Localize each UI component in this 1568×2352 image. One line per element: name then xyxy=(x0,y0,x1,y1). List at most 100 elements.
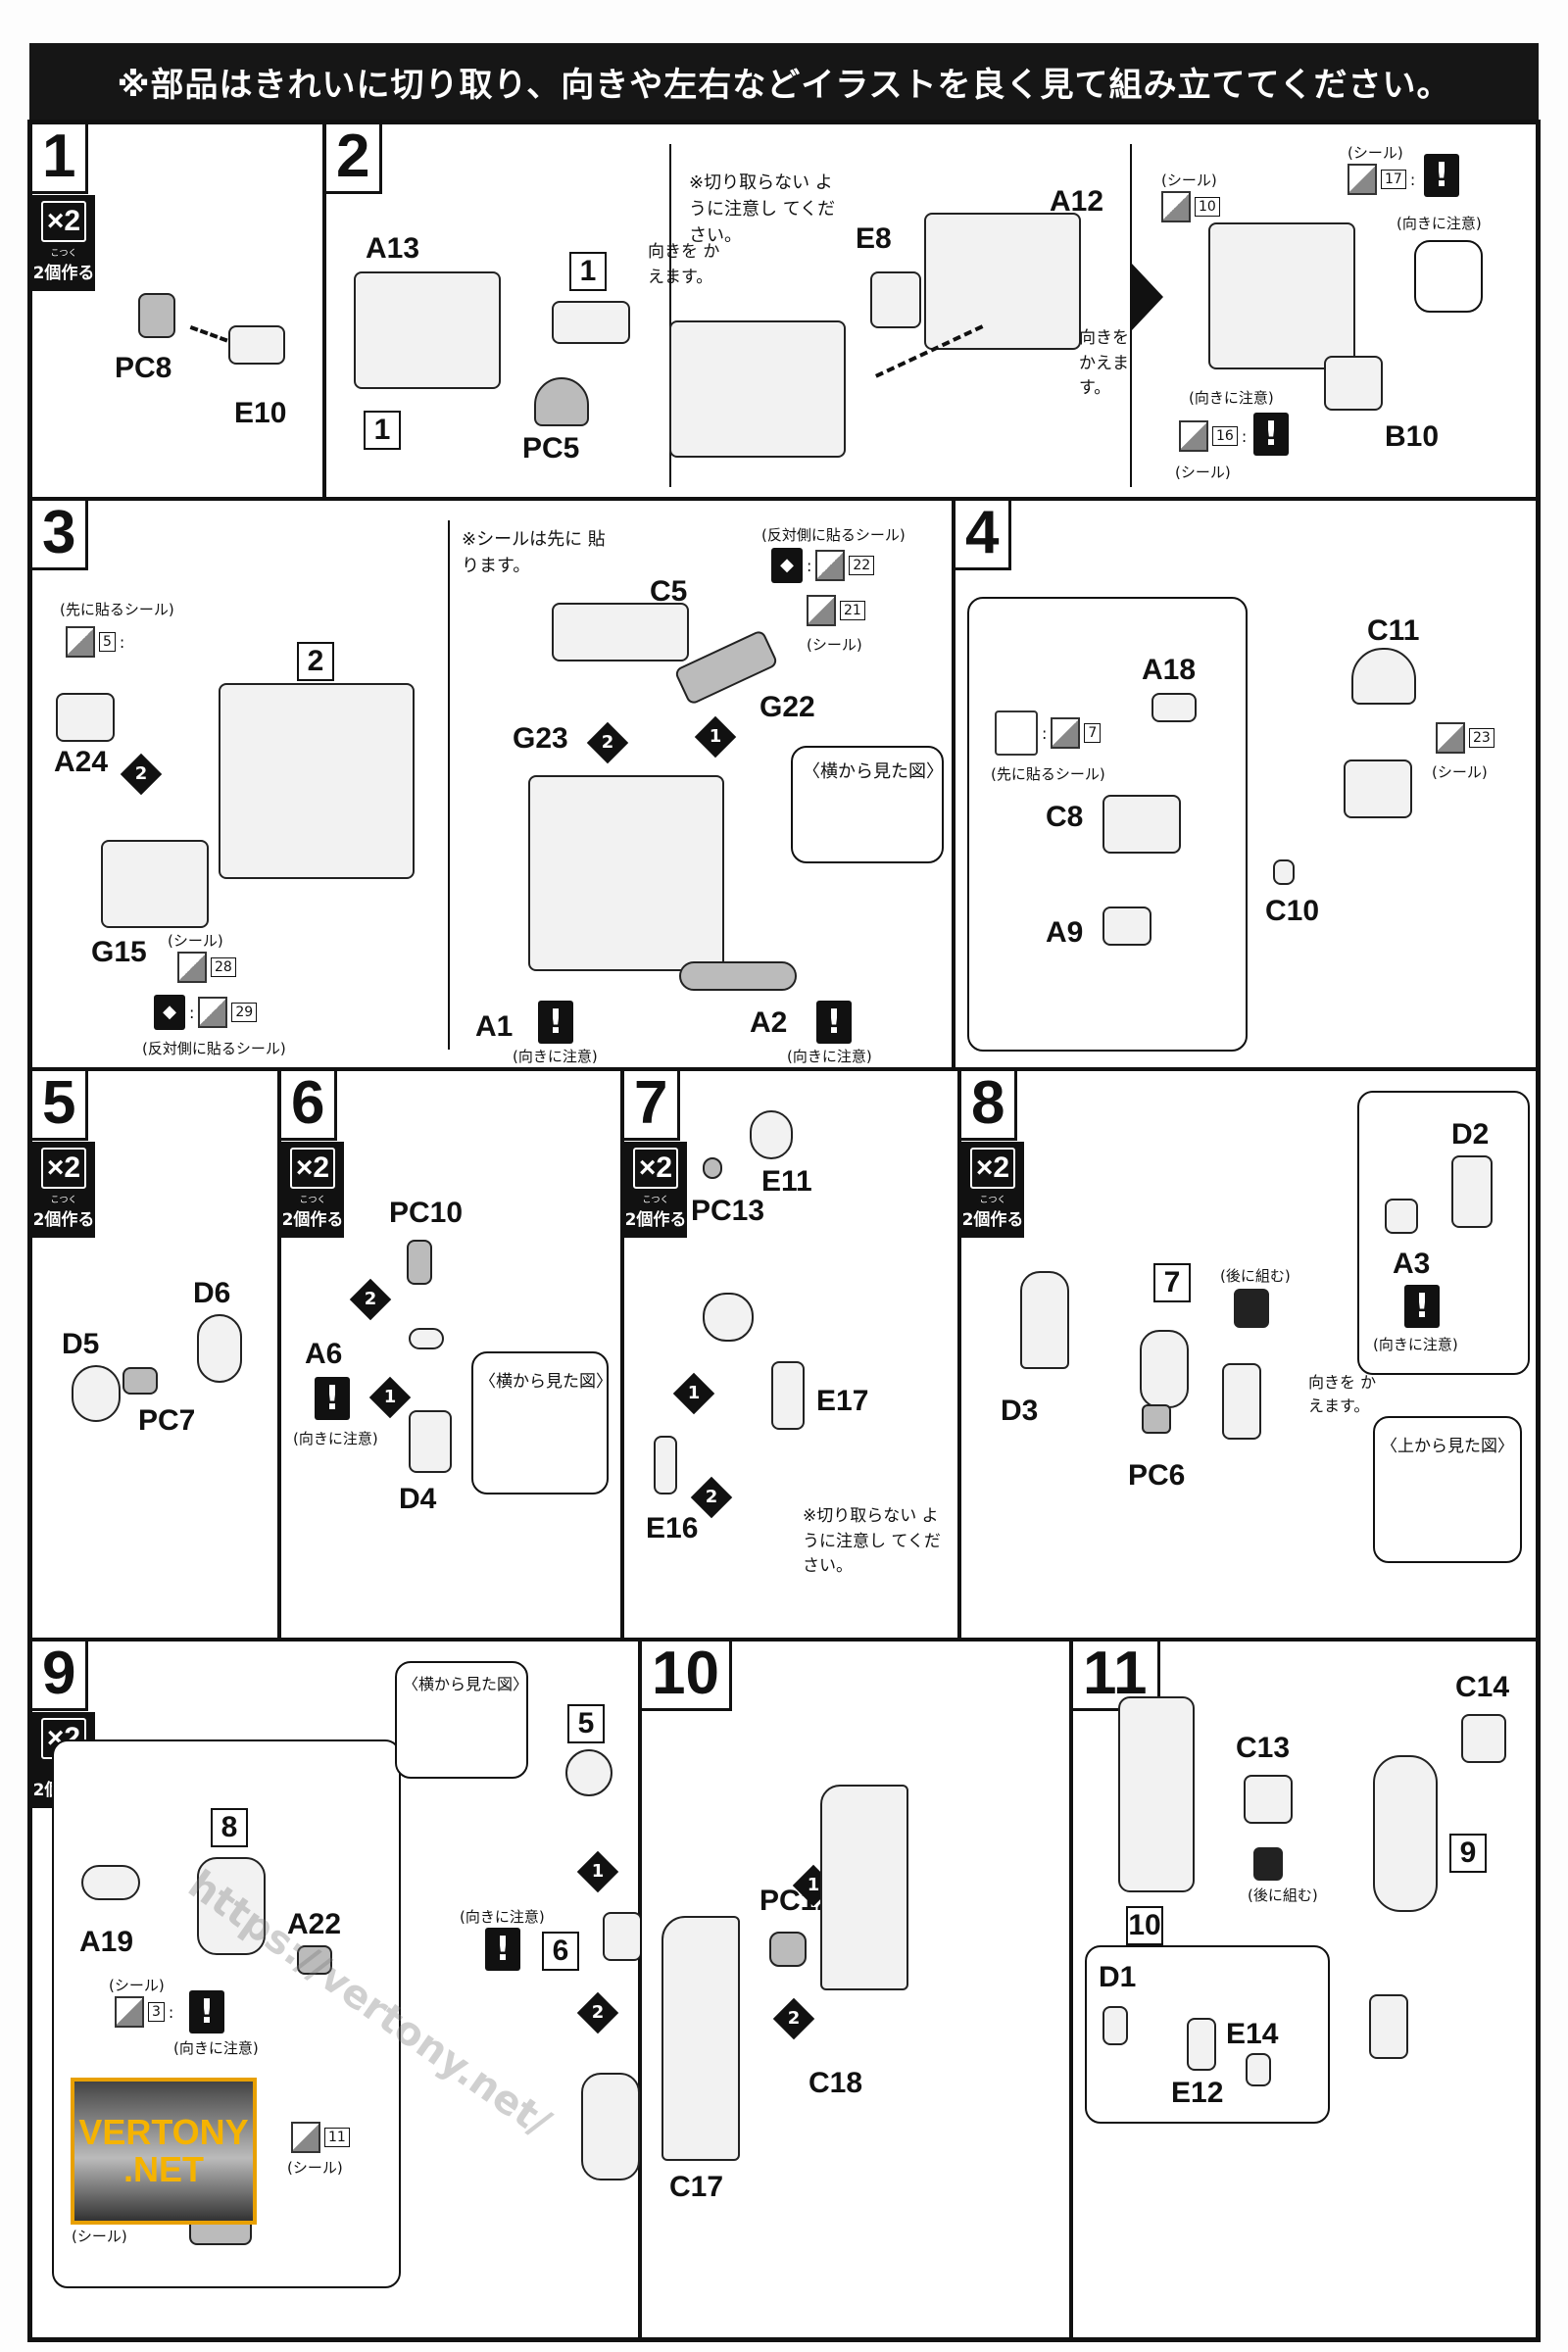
part-c8-illustration xyxy=(1102,795,1181,854)
step-1-panel: 1 ×2 こつく 2個作る PC8 E10 xyxy=(30,122,324,499)
seal-label: (シール) xyxy=(1175,464,1231,481)
caution-icon: ! xyxy=(315,1377,350,1420)
sticker-icon xyxy=(198,997,228,1028)
mirror-icon: ◆ xyxy=(771,548,803,583)
make-two-badge: ×2 こつく 2個作る xyxy=(281,1142,344,1238)
orientation-caution: (向きに注意) xyxy=(293,1430,378,1447)
part-label: A18 xyxy=(1142,654,1197,686)
step-order-2: 2 xyxy=(576,1991,619,2034)
sticker-icon xyxy=(115,1996,144,2028)
subassembly-ref: 8 xyxy=(211,1808,248,1847)
part-a2-tube-illustration xyxy=(679,961,797,991)
part-pc8-illustration xyxy=(138,293,175,338)
sticker-11: 11 xyxy=(291,2122,350,2153)
mirror-icon: ◆ xyxy=(154,995,185,1030)
instruction-sheet: 1 ×2 こつく 2個作る PC8 E10 2 A13 1 1 PC5 向きを … xyxy=(27,120,1541,2342)
part-e11-illustration xyxy=(750,1110,793,1159)
instruction-banner: ※部品はきれいに切り取り、向きや左右などイラストを良く見て組み立ててください。 xyxy=(29,43,1539,120)
sticker-5: 5: xyxy=(66,626,124,658)
placement-icon xyxy=(1234,1289,1269,1328)
step-number: 3 xyxy=(32,501,89,570)
part-pc5-illustration xyxy=(534,377,589,426)
part-label: D2 xyxy=(1451,1118,1490,1151)
subassembly-ref: 5 xyxy=(567,1704,605,1743)
make-two-badge: ×2 こつく 2個作る xyxy=(961,1142,1024,1238)
step-2-panel: 2 A13 1 1 PC5 向きを かえます。 ※切り取らない ように注意し て… xyxy=(324,122,1538,499)
part-e16-illustration xyxy=(654,1436,677,1494)
apply-first-label: (先に貼るシール) xyxy=(991,765,1105,783)
part-label: B10 xyxy=(1385,420,1440,453)
part-c14-illustration xyxy=(1461,1714,1506,1763)
part-d1-illustration xyxy=(1102,2006,1128,2045)
orientation-caution: (向きに注意) xyxy=(173,2039,259,2057)
sticker-7: :7 xyxy=(995,710,1102,756)
part-assembly-illustration xyxy=(669,320,846,458)
part-label: C13 xyxy=(1236,1732,1291,1764)
caution-icon: ! xyxy=(816,1001,852,1044)
apply-opposite-label: (反対側に貼るシール) xyxy=(142,1040,286,1057)
orientation-caution: (向きに注意) xyxy=(787,1048,872,1065)
part-d6-illustration xyxy=(197,1314,242,1383)
part-a12-illustration xyxy=(924,213,1081,350)
caution-icon: ! xyxy=(1404,1285,1440,1328)
part-pc6-illustration xyxy=(1142,1404,1171,1434)
divider xyxy=(669,144,671,487)
part-a9-illustration xyxy=(1102,906,1152,946)
step-number: 9 xyxy=(32,1642,89,1711)
sticker-icon xyxy=(815,550,846,581)
sticker-29: ◆:29 xyxy=(154,995,258,1030)
change-direction-note: 向きを かえます。 xyxy=(648,242,720,287)
part-label: C11 xyxy=(1367,614,1420,647)
part-label: A19 xyxy=(79,1926,134,1958)
sticker-icon xyxy=(1161,191,1191,222)
seal-label: (シール) xyxy=(1432,763,1488,781)
sticker-icon xyxy=(1179,420,1208,452)
step-order-1: 1 xyxy=(694,715,737,759)
seal-label: (シール) xyxy=(1348,144,1403,162)
part-label: A24 xyxy=(54,746,109,778)
placement-icon xyxy=(1253,1847,1283,1881)
part-label: A2 xyxy=(750,1006,788,1039)
part-label: PC13 xyxy=(691,1195,765,1227)
side-view-detail: 〈横から見た図〉 xyxy=(471,1351,612,1494)
step-number: 7 xyxy=(624,1071,681,1141)
subassembly-ref: 1 xyxy=(364,411,401,450)
vertony-watermark-logo: VERTONY .NET xyxy=(71,2078,257,2225)
subassembly-ref: 10 xyxy=(1126,1906,1163,1945)
dont-cut-note: ※切り取らない ように注意し てください。 xyxy=(689,172,836,246)
part-a22-illustration xyxy=(297,1945,332,1975)
part-label: A22 xyxy=(287,1908,342,1940)
orientation-caution: (向きに注意) xyxy=(1396,215,1482,232)
orientation-caution: (向きに注意) xyxy=(460,1908,545,1926)
orientation-caution: (向きに注意) xyxy=(1189,389,1274,407)
part-label: E14 xyxy=(1226,2018,1279,2050)
sticker-28: 28 xyxy=(177,952,236,983)
step-11-panel: 11 C14 10 C13 (後に組む) 9 D1 E14 E12 xyxy=(1071,1640,1538,2339)
top-view-detail: 〈上から見た図〉 xyxy=(1373,1416,1522,1563)
apply-first-label: (先に貼るシール) xyxy=(60,601,174,618)
part-label: PC8 xyxy=(115,352,172,384)
part-a18-illustration xyxy=(1152,693,1197,722)
part-assembly-illustration xyxy=(1344,760,1412,818)
part-assembly-illustration xyxy=(1140,1330,1189,1408)
dont-cut-note: ※切り取らない ように注意し てください。 xyxy=(803,1506,941,1576)
part-a3-assembled-illustration xyxy=(1222,1363,1261,1440)
step-10-panel: 10 PC12 1 2 C18 C17 xyxy=(640,1640,1071,2339)
divider xyxy=(448,520,450,1050)
step-number: 1 xyxy=(32,124,89,194)
part-d5-illustration xyxy=(72,1365,121,1422)
part-c18-illustration xyxy=(820,1785,908,1990)
seal-label: (シール) xyxy=(807,636,862,654)
part-assembly-illustration xyxy=(603,1912,642,1961)
part-assembly-illustration xyxy=(197,1857,266,1955)
step-number: 6 xyxy=(281,1071,338,1141)
part-pc7-illustration xyxy=(122,1367,158,1395)
apply-seal-first-note: ※シールは先に 貼ります。 xyxy=(462,529,606,576)
part-e8-illustration xyxy=(870,271,921,328)
part-label: C18 xyxy=(808,2067,863,2099)
side-view-detail: 〈横から見た図〉 xyxy=(395,1661,528,1779)
part-d3-illustration xyxy=(1020,1271,1069,1369)
step-order-2: 2 xyxy=(349,1278,392,1321)
part-a6-illustration xyxy=(409,1328,444,1349)
part-leg-assembly-illustration xyxy=(1369,1994,1408,2059)
